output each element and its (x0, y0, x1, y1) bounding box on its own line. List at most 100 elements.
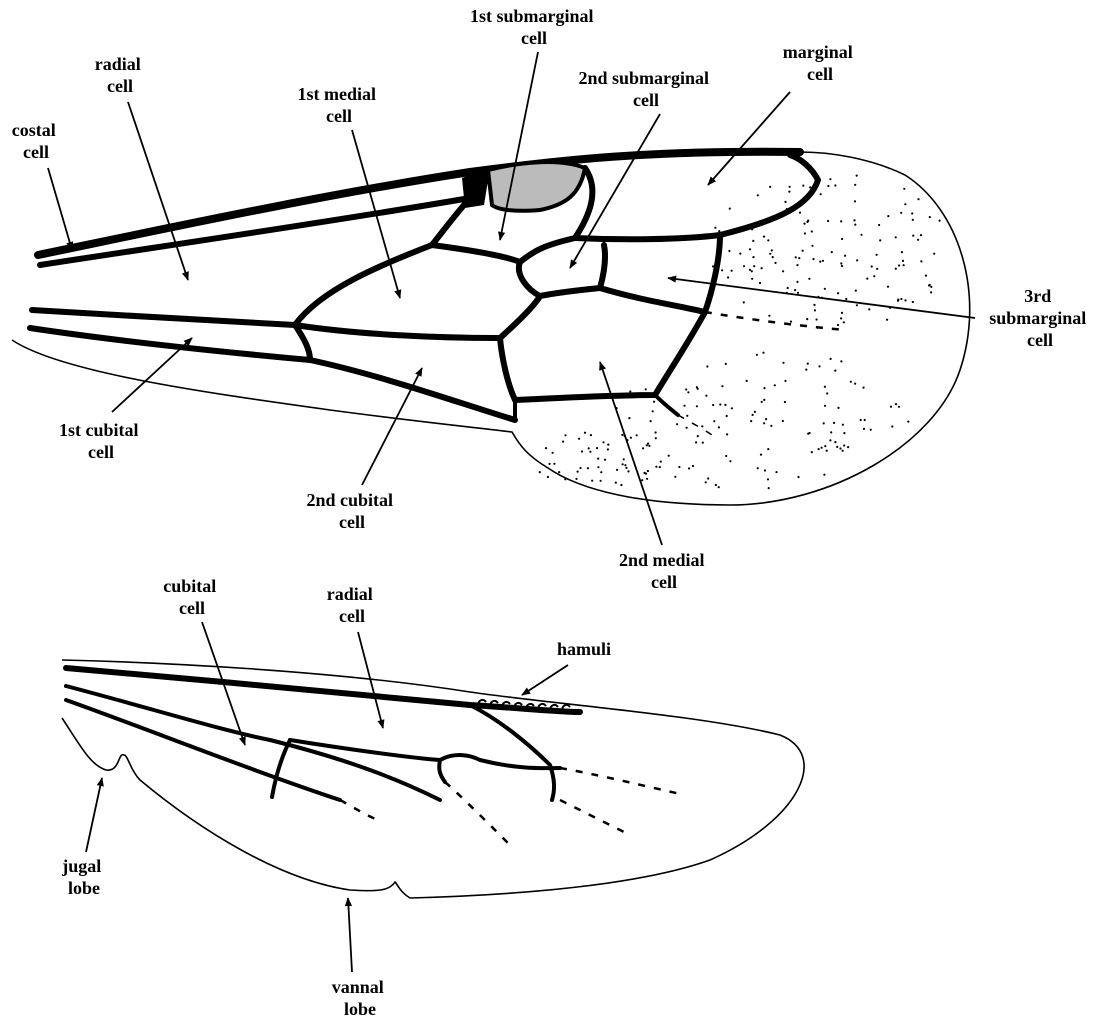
membrane-stipple-dot (821, 447, 823, 449)
hindwing-crossvein-1 (272, 740, 290, 797)
membrane-stipple-dot (774, 384, 776, 386)
membrane-stipple-dot (702, 442, 704, 444)
membrane-stipple-dot (912, 301, 914, 303)
pterostigma-stippled (488, 162, 585, 211)
membrane-stipple-dot (645, 473, 647, 475)
membrane-stipple-dot (725, 455, 727, 457)
hindwing-dash-1 (340, 800, 378, 820)
membrane-stipple-dot (840, 220, 842, 222)
label-first-medial-cell: 1st medial cell (298, 84, 381, 126)
membrane-stipple-dot (767, 448, 769, 450)
membrane-stipple-dot (841, 265, 843, 267)
membrane-stipple-dot (743, 301, 745, 303)
membrane-stipple-dot (775, 471, 777, 473)
membrane-stipple-dot (721, 385, 723, 387)
arrow-hamuli (522, 665, 568, 695)
membrane-stipple-dot (840, 262, 842, 264)
membrane-stipple-dot (799, 212, 801, 214)
membrane-stipple-dot (886, 319, 888, 321)
membrane-stipple-dot (784, 401, 786, 403)
membrane-stipple-dot (879, 239, 881, 241)
membrane-stipple-dot (907, 421, 909, 423)
membrane-stipple-dot (655, 431, 657, 433)
membrane-stipple-dot (729, 460, 731, 462)
membrane-stipple-dot (895, 403, 897, 405)
membrane-stipple-dot (903, 264, 905, 266)
membrane-stipple-dot (901, 251, 903, 253)
membrane-stipple-dot (726, 433, 728, 435)
membrane-stipple-dot (743, 265, 745, 267)
membrane-stipple-dot (854, 200, 856, 202)
membrane-stipple-dot (795, 256, 797, 258)
membrane-stipple-dot (584, 432, 586, 434)
membrane-stipple-dot (718, 426, 720, 428)
membrane-stipple-dot (695, 441, 697, 443)
membrane-stipple-dot (581, 450, 583, 452)
membrane-stipple-dot (929, 284, 931, 286)
membrane-stipple-dot (823, 422, 825, 424)
membrane-stipple-dot (864, 419, 866, 421)
membrane-stipple-dot (809, 186, 811, 188)
membrane-stipple-dot (805, 369, 807, 371)
membrane-stipple-dot (933, 253, 935, 255)
membrane-stipple-dot (558, 471, 560, 473)
membrane-stipple-dot (787, 287, 789, 289)
membrane-stipple-dot (782, 362, 784, 364)
apical-dash (705, 312, 845, 330)
membrane-stipple-dot (625, 467, 627, 469)
membrane-stipple-dot (756, 354, 758, 356)
membrane-stipple-dot (723, 232, 725, 234)
membrane-stipple-dot (641, 479, 643, 481)
membrane-stipple-dot (823, 474, 825, 476)
membrane-stipple-dot (752, 240, 754, 242)
membrane-stipple-dot (656, 395, 658, 397)
membrane-stipple-dot (770, 425, 772, 427)
hindwing-radius-2 (66, 700, 340, 800)
membrane-stipple-dot (718, 486, 720, 488)
membrane-stipple-dot (866, 278, 868, 280)
membrane-stipple-dot (705, 481, 707, 483)
membrane-stipple-dot (602, 441, 604, 443)
membrane-stipple-dot (854, 383, 856, 385)
membrane-stipple-dot (870, 429, 872, 431)
membrane-stipple-dot (784, 201, 786, 203)
membrane-stipple-dot (774, 262, 776, 264)
membrane-stipple-dot (802, 250, 804, 252)
hindwing-outline (62, 660, 804, 898)
membrane-stipple-dot (855, 290, 857, 292)
membrane-stipple-dot (676, 423, 678, 425)
membrane-stipple-dot (645, 388, 647, 390)
membrane-stipple-dot (715, 484, 717, 486)
membrane-stipple-dot (715, 269, 717, 271)
hindwing-radial-vein (470, 705, 554, 800)
membrane-stipple-dot (764, 222, 766, 224)
membrane-stipple-dot (627, 470, 629, 472)
arrow-jugal-lobe (86, 778, 102, 852)
membrane-stipple-dot (697, 435, 699, 437)
label-marginal-cell: marginal cell (783, 42, 858, 84)
membrane-stipple-dot (713, 420, 715, 422)
membrane-stipple-dot (813, 304, 815, 306)
membrane-stipple-dot (687, 391, 689, 393)
third-submarginal-veins (600, 235, 720, 312)
forewing (12, 152, 970, 505)
membrane-stipple-dot (683, 405, 685, 407)
membrane-stipple-dot (749, 269, 751, 271)
membrane-stipple-dot (841, 238, 843, 240)
membrane-stipple-dot (750, 420, 752, 422)
membrane-stipple-dot (628, 417, 630, 419)
membrane-stipple-dot (751, 278, 753, 280)
membrane-stipple-dot (796, 264, 798, 266)
cubital-crossvein (295, 325, 310, 360)
forewing-membrane-stipple (539, 175, 941, 490)
membrane-stipple-dot (668, 455, 670, 457)
label-costal-cell: costal cell (12, 120, 61, 162)
membrane-stipple-dot (817, 327, 819, 329)
membrane-stipple-dot (553, 463, 555, 465)
membrane-stipple-dot (547, 476, 549, 478)
label-vannal-lobe: vannal lobe (332, 977, 389, 1019)
membrane-stipple-dot (590, 434, 592, 436)
membrane-stipple-dot (760, 454, 762, 456)
membrane-stipple-dot (917, 198, 919, 200)
membrane-stipple-dot (812, 258, 814, 260)
